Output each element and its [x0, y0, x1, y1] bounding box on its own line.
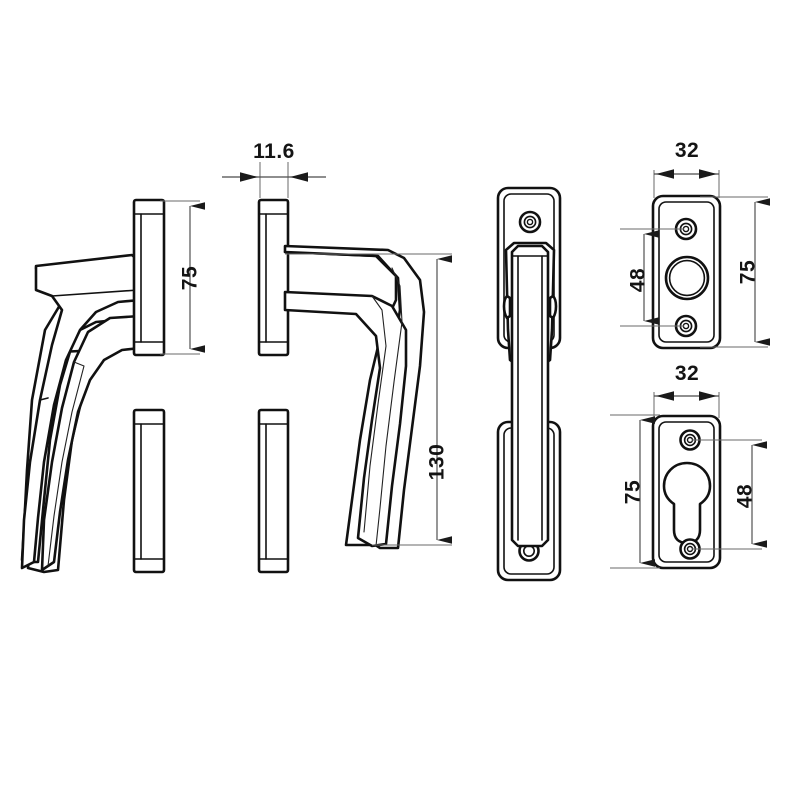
rose-screw-top-upper — [674, 217, 698, 241]
dimension-32-top: 32 — [653, 139, 720, 198]
dimension-130: 130 — [285, 253, 452, 546]
dimension-32-bottom: 32 — [653, 362, 720, 418]
rose-plate-round-hole: 32 48 75 — [620, 139, 770, 350]
rose-plate-euro-keyhole: 32 75 48 — [610, 362, 767, 570]
rose-screw-bottom-upper — [674, 314, 698, 338]
dimension-label-32-bottom: 32 — [675, 362, 699, 385]
dimension-48-bottom: 48 — [692, 439, 767, 550]
rose-bar-upper-perspective — [132, 198, 166, 357]
handle-lever-front — [502, 241, 558, 548]
rose-bar-lower-perspective — [132, 408, 166, 574]
rose-bar-upper-side — [257, 198, 290, 357]
rose-plate-inner-top — [658, 201, 715, 343]
dimension-label-75-bottom: 75 — [622, 480, 645, 504]
dimension-label-48-bottom: 48 — [734, 484, 757, 508]
screw-top-front — [518, 210, 542, 234]
front-plate-view — [496, 186, 562, 582]
dimension-75-bottom: 75 — [610, 414, 660, 569]
dimension-label-48-top: 48 — [627, 268, 650, 292]
dimension-label-130: 130 — [426, 444, 449, 481]
perspective-handle-view: 75 — [20, 198, 205, 574]
handle-lever-lower-arm — [40, 314, 142, 572]
dimension-label-75-top: 75 — [737, 260, 760, 284]
dimension-label-11-6: 11.6 — [253, 140, 295, 163]
side-handle-view: 11.6 130 — [222, 140, 452, 574]
dimension-75-top: 75 — [700, 196, 770, 348]
rose-screw-top-lower — [679, 429, 701, 451]
dimension-11-6: 11.6 — [222, 140, 326, 198]
dimension-75-perspective: 75 — [160, 200, 205, 355]
rose-plate-inner-bottom — [658, 421, 715, 563]
dimension-48-top: 48 — [620, 228, 684, 327]
handle-lever-side — [283, 244, 426, 550]
dimension-label-32-top: 32 — [675, 139, 699, 162]
dimension-label-75-left: 75 — [179, 266, 202, 290]
handle-lever-perspective-outline — [20, 253, 142, 570]
spindle-hole-round — [664, 255, 710, 301]
rose-bar-lower-side — [257, 408, 290, 574]
